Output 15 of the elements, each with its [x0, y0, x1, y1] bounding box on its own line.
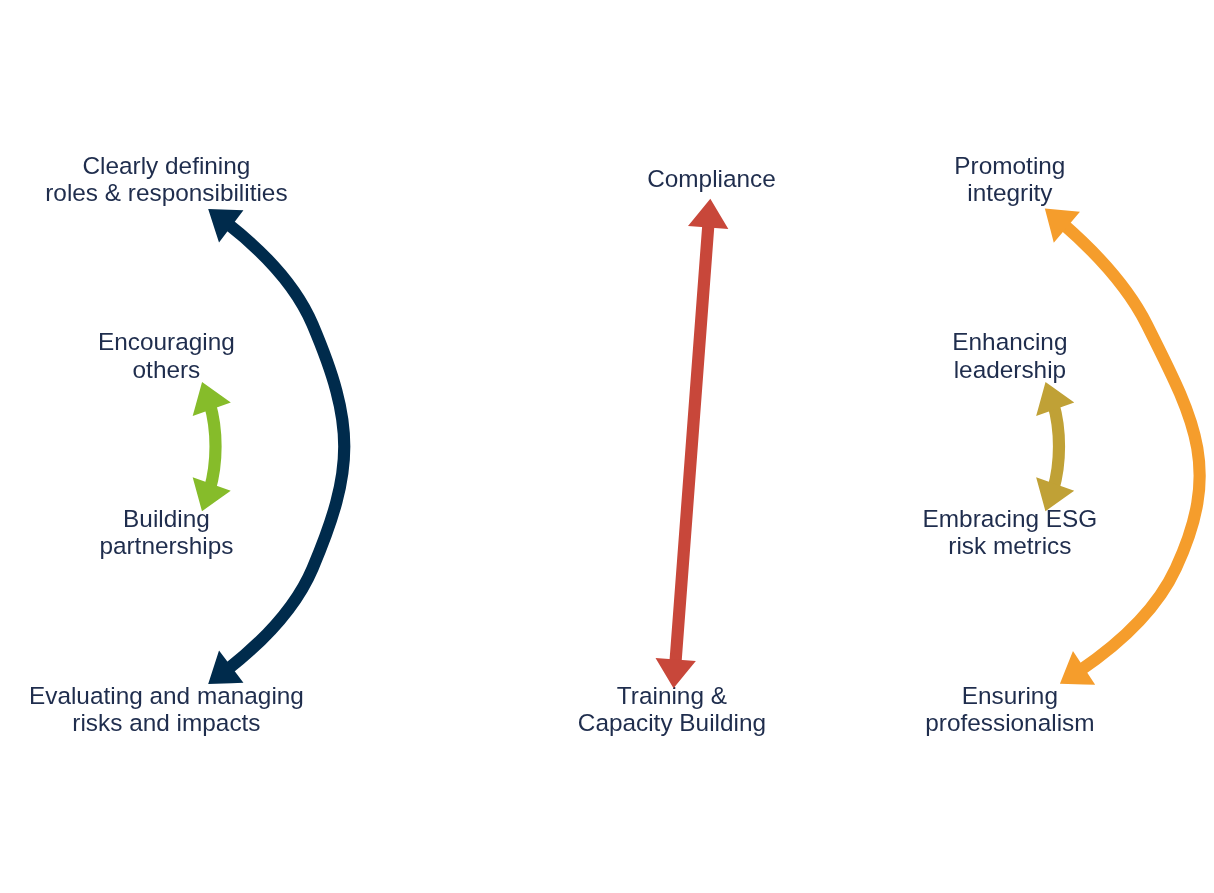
arrow	[1044, 208, 1206, 685]
node-text: Enhancing leadership	[952, 328, 1068, 383]
arrow	[208, 208, 351, 685]
node-text: Training & Capacity Building	[577, 681, 767, 736]
node-text: Evaluating and managing risks and impacts	[28, 681, 304, 736]
node-text: Ensuring professionalism	[925, 681, 1095, 736]
node-text: Clearly defining roles & responsibilities	[45, 151, 288, 207]
node-text: Promoting integrity	[954, 151, 1066, 207]
node-text: Encouraging others	[98, 328, 235, 383]
node-text: Building partnerships	[99, 504, 234, 560]
arrow	[192, 381, 231, 512]
node-text: Compliance	[647, 165, 776, 193]
node-text: Embracing ESG risk metrics	[922, 504, 1098, 560]
arrow	[655, 198, 729, 689]
arrow	[1036, 381, 1075, 512]
